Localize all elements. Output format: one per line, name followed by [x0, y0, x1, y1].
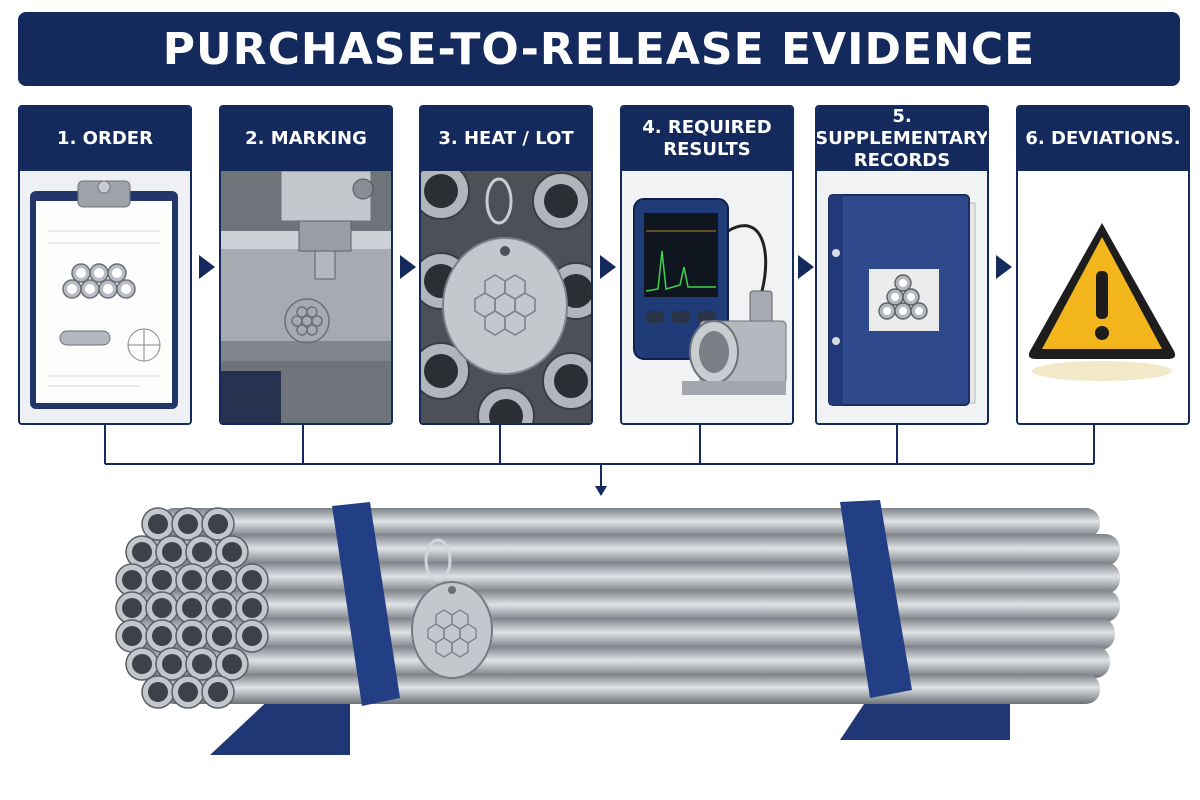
step-required-results: 4. REQUIRED RESULTS — [620, 105, 794, 425]
step-deviations: 6. DEVIATIONS. — [1016, 105, 1190, 425]
step-label: 4. REQUIRED RESULTS — [622, 107, 792, 171]
ultrasonic-tester-icon — [622, 171, 792, 423]
page-title: PURCHASE-TO-RELEASE EVIDENCE — [162, 23, 1036, 75]
step-heat-lot: 3. HEAT / LOT — [419, 105, 593, 425]
step-label: 6. DEVIATIONS. — [1018, 107, 1188, 171]
title-banner: PURCHASE-TO-RELEASE EVIDENCE — [18, 12, 1180, 86]
binder-records-icon — [817, 171, 987, 423]
warning-triangle-icon — [1018, 171, 1188, 423]
step-order: 1. ORDER — [18, 105, 192, 425]
step-supplementary-records: 5. SUPPLEMENTARY RECORDS — [815, 105, 989, 425]
arrow-right-icon — [996, 255, 1012, 279]
step-marking: 2. MARKING — [219, 105, 393, 425]
heat-lot-tag-icon — [421, 171, 591, 423]
step-label: 5. SUPPLEMENTARY RECORDS — [815, 106, 989, 171]
step-label: 1. ORDER — [20, 107, 190, 171]
step-label: 2. MARKING — [221, 107, 391, 171]
clipboard-order-icon — [20, 171, 190, 423]
arrow-right-icon — [600, 255, 616, 279]
tube-bundle-icon — [115, 500, 1120, 755]
arrow-right-icon — [400, 255, 416, 279]
arrow-right-icon — [798, 255, 814, 279]
step-label: 3. HEAT / LOT — [421, 107, 591, 171]
arrow-right-icon — [199, 255, 215, 279]
stamp-marking-icon — [221, 171, 391, 423]
